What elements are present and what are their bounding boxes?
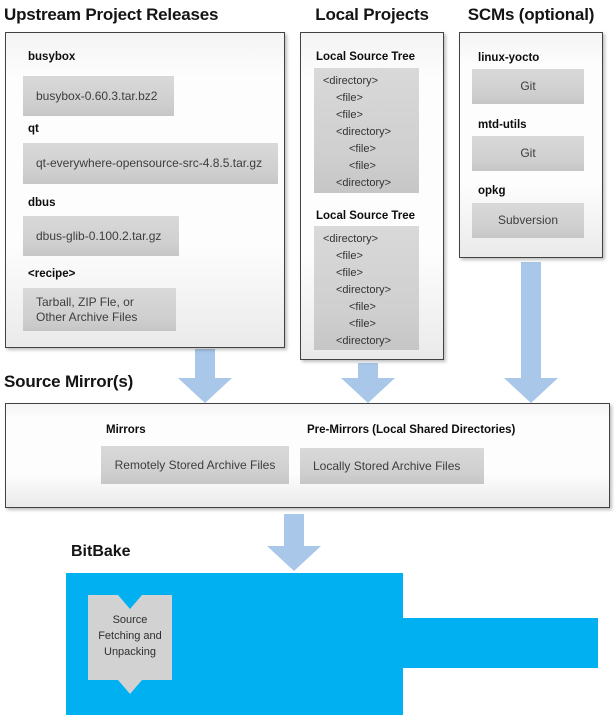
mirrors-label: Mirrors [106, 424, 146, 436]
archive-filename: qt-everywhere-opensource-src-4.8.5.tar.g… [36, 156, 263, 170]
scms-panel: linux-yocto Git mtd-utils Git opkg Subve… [459, 32, 603, 258]
local-projects-panel: Local Source Tree <directory> <file> <fi… [300, 32, 444, 360]
local-source-tree-label: Local Source Tree [316, 210, 416, 222]
archive-filename: dbus-glib-0.100.2.tar.gz [36, 228, 162, 243]
source-fetching-line: Fetching and [98, 630, 162, 642]
scm-item-label: linux-yocto [478, 52, 540, 64]
archive-description-line: Tarball, ZIP Fle, or [36, 294, 134, 309]
scm-type-box: Git [472, 136, 584, 171]
tree-node: <file> [349, 160, 376, 172]
upstream-archive-box: Tarball, ZIP Fle, or Other Archive Files [23, 288, 176, 331]
tree-node: <directory> [336, 335, 392, 347]
tree-node: <directory> [323, 233, 379, 245]
upstream-item-label: dbus [28, 197, 56, 209]
tree-node: <file> [336, 250, 363, 262]
scms-title: SCMs (optional) [467, 5, 595, 24]
scm-item-label: mtd-utils [478, 119, 527, 131]
source-fetching-line: Source [112, 614, 148, 626]
upstream-item-label: qt [28, 123, 39, 135]
scm-type: Subversion [497, 213, 559, 227]
arrow-mirrors-to-bitbake [267, 514, 321, 571]
pre-mirrors-archive-box: Locally Stored Archive Files [300, 448, 484, 484]
pre-mirrors-label: Pre-Mirrors (Local Shared Directories) [307, 424, 516, 436]
pre-mirrors-archive-text: Locally Stored Archive Files [313, 458, 461, 473]
source-mirrors-title: Source Mirror(s) [4, 372, 134, 391]
upstream-archive-box: qt-everywhere-opensource-src-4.8.5.tar.g… [23, 143, 278, 184]
source-fetching-label: Source Fetching and Unpacking [90, 612, 170, 660]
tree-node: <directory> [336, 284, 392, 296]
local-source-tree-box: <directory> <file> <file> <directory> <f… [314, 68, 419, 193]
bitbake-output-bar [403, 618, 598, 668]
mirrors-archive-box: Remotely Stored Archive Files [101, 446, 289, 484]
archive-description-line: Other Archive Files [36, 309, 138, 324]
scm-item-label: opkg [478, 185, 506, 197]
local-source-tree-label: Local Source Tree [316, 51, 416, 63]
upstream-archive-box: dbus-glib-0.100.2.tar.gz [23, 216, 179, 256]
scm-type-box: Subversion [472, 203, 584, 238]
tree-node: <file> [349, 143, 376, 155]
arrow-upstream-to-mirrors [178, 349, 232, 403]
scm-type: Git [520, 79, 536, 93]
source-fetching-chevron [88, 595, 172, 694]
upstream-item-label: busybox [28, 51, 76, 63]
tree-node: <file> [349, 301, 376, 313]
scm-type-box: Git [472, 69, 584, 104]
tree-node: <file> [336, 267, 363, 279]
upstream-title: Upstream Project Releases [4, 5, 219, 24]
upstream-panel: busybox busybox-0.60.3.tar.bz2 qt qt-eve… [5, 32, 285, 348]
tree-node: <file> [349, 318, 376, 330]
tree-node: <file> [336, 109, 363, 121]
tree-node: <directory> [336, 177, 392, 189]
mirrors-archive-text: Remotely Stored Archive Files [114, 457, 276, 472]
archive-filename: busybox-0.60.3.tar.bz2 [36, 88, 158, 103]
source-mirrors-panel: Mirrors Remotely Stored Archive Files Pr… [5, 403, 610, 508]
tree-node: <directory> [336, 126, 392, 138]
source-fetching-line: Unpacking [104, 646, 156, 658]
arrow-local-to-mirrors [341, 363, 395, 403]
arrow-scms-to-mirrors [504, 262, 558, 403]
tree-node: <file> [336, 92, 363, 104]
upstream-item-label: <recipe> [28, 268, 76, 280]
bitbake-title: BitBake [71, 543, 131, 560]
local-source-tree-box: <directory> <file> <file> <directory> <f… [314, 226, 419, 350]
upstream-archive-box: busybox-0.60.3.tar.bz2 [23, 76, 174, 116]
local-projects-title: Local Projects [315, 5, 429, 24]
tree-node: <directory> [323, 75, 379, 87]
scm-type: Git [520, 146, 536, 160]
